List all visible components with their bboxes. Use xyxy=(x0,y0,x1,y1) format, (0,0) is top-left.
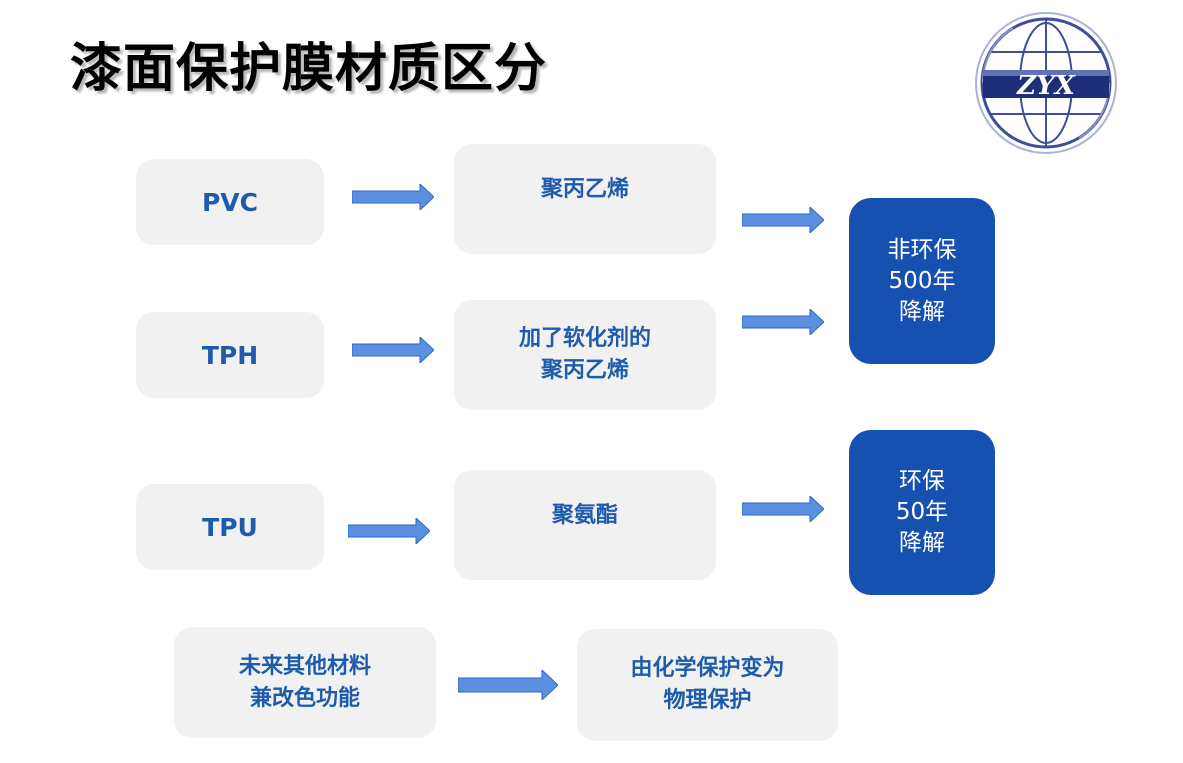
arrow-right-icon xyxy=(742,309,824,335)
material-tph: TPH xyxy=(136,312,324,398)
description-pvc: 聚丙乙烯 xyxy=(454,144,716,254)
result-non-eco: 非环保 500年 降解 xyxy=(849,198,995,364)
arrow-right-icon xyxy=(348,518,430,544)
arrow-right-icon xyxy=(352,184,434,210)
page-title: 漆面保护膜材质区分 xyxy=(70,39,548,99)
future-materials: 未来其他材料 兼改色功能 xyxy=(174,627,436,738)
arrow-right-icon xyxy=(742,496,824,522)
material-pvc: PVC xyxy=(136,159,324,245)
logo-text: ZYX xyxy=(1016,71,1077,101)
arrow-right-icon xyxy=(352,337,434,363)
result-eco: 环保 50年 降解 xyxy=(849,430,995,595)
arrow-right-icon xyxy=(742,207,824,233)
future-protection: 由化学保护变为 物理保护 xyxy=(577,629,838,741)
material-tpu: TPU xyxy=(136,484,324,570)
arrow-right-icon xyxy=(458,670,558,700)
description-tph: 加了软化剂的 聚丙乙烯 xyxy=(454,300,716,410)
zyx-logo: ZYX xyxy=(975,12,1117,154)
description-tpu: 聚氨酯 xyxy=(454,470,716,580)
